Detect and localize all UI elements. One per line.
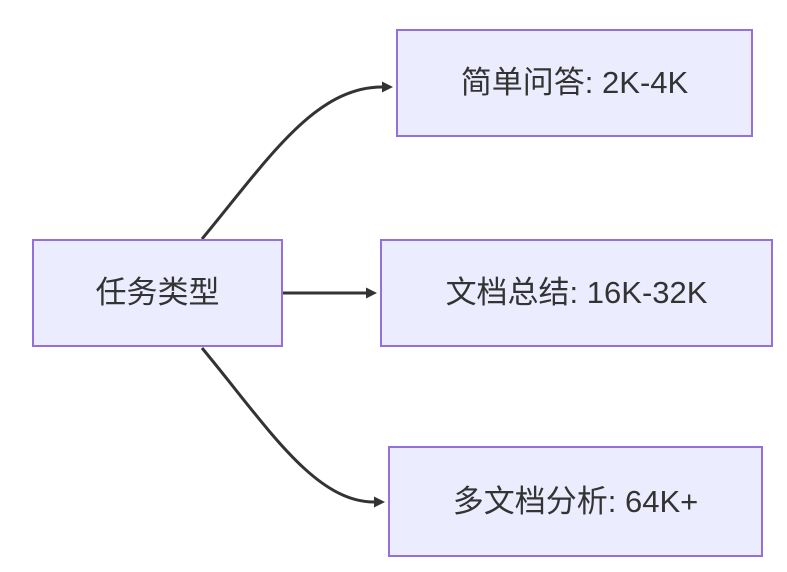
edge-root-to-multidoc [200,347,385,508]
node-multi-doc-analysis: 多文档分析: 64K+ [388,446,763,557]
node-simple-qa-label: 简单问答: 2K-4K [460,65,689,101]
node-task-type: 任务类型 [32,239,283,347]
node-multi-doc-analysis-label: 多文档分析: 64K+ [452,483,699,519]
node-doc-summary-label: 文档总结: 16K-32K [445,275,708,311]
node-simple-qa: 简单问答: 2K-4K [396,29,753,137]
node-task-type-label: 任务类型 [95,275,220,311]
edge-root-to-qa [200,81,393,240]
node-doc-summary: 文档总结: 16K-32K [380,239,773,347]
